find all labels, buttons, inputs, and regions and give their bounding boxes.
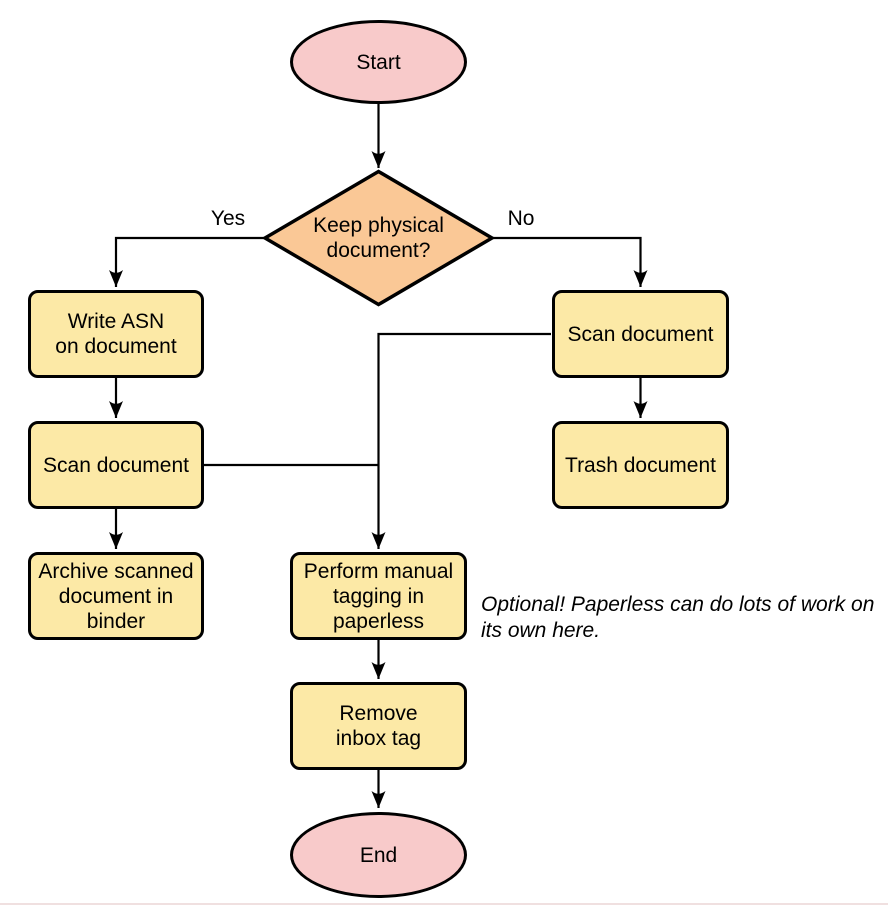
scan-document-right-node: Scan document	[552, 290, 729, 378]
decision-diamond-shape	[262, 169, 495, 307]
edge-decision-yes	[109, 236, 264, 287]
start-node: Start	[290, 20, 467, 104]
page-bottom-edge	[0, 903, 888, 905]
trash-document-node: Trash document	[552, 421, 729, 509]
annotation-text: Optional! Paperless can do lots of work …	[481, 593, 875, 642]
archive-node: Archive scanned document in binder	[28, 552, 204, 640]
no-label: No	[507, 207, 535, 230]
yes-label: Yes	[210, 207, 246, 230]
remove-inbox-tag-node: Remove inbox tag	[290, 682, 467, 770]
decision-node: Keep physical document?	[313, 214, 444, 262]
end-node: End	[290, 812, 467, 898]
write-asn-node: Write ASN on document	[28, 290, 204, 378]
edge-scanright-to-tagging	[371, 332, 551, 549]
edge-decision-no	[492, 236, 648, 287]
scan-document-left-node: Scan document	[28, 421, 204, 509]
manual-tagging-node: Perform manual tagging in paperless	[290, 552, 467, 640]
